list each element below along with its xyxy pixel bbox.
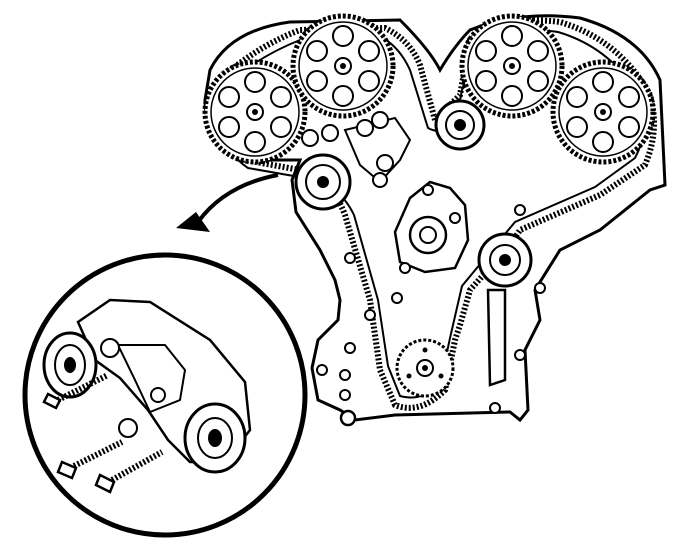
callout-arrow-icon bbox=[176, 173, 279, 232]
bolt-icon bbox=[56, 439, 124, 480]
lower-idler-pulley bbox=[477, 232, 533, 288]
water-pump bbox=[393, 180, 470, 274]
cam-sprocket-left-outer bbox=[202, 59, 308, 165]
bolt-icon bbox=[94, 449, 164, 494]
bolt-icon bbox=[42, 372, 110, 410]
engine-front-cover bbox=[203, 14, 667, 423]
cover-bolts bbox=[316, 204, 546, 427]
detail-view-tensioner-assembly bbox=[22, 252, 308, 538]
upper-idler-pulley bbox=[434, 99, 486, 151]
detail-idler-pulley bbox=[183, 402, 247, 474]
cam-sprocket-right-inner bbox=[459, 13, 565, 119]
cam-sprocket-left-inner bbox=[290, 13, 396, 119]
crank-sprocket bbox=[395, 338, 455, 398]
dipstick-tube bbox=[486, 288, 507, 387]
cam-sprocket-right-outer bbox=[550, 59, 656, 165]
tensioner-pulley bbox=[294, 153, 352, 211]
detail-tensioner-pulley bbox=[42, 331, 98, 399]
tensioner-bracket bbox=[301, 111, 412, 188]
